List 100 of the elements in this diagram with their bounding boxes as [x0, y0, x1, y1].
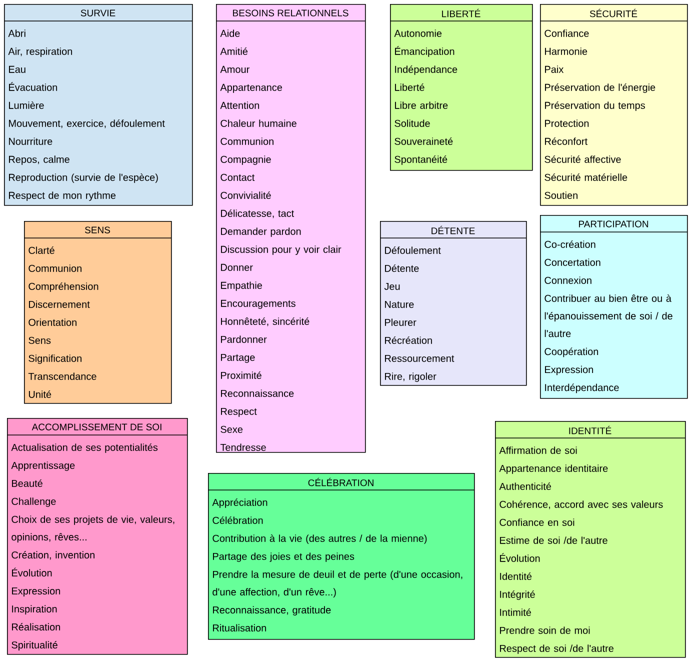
need-item: Challenge	[12, 498, 56, 507]
need-item: Unité	[28, 390, 52, 398]
need-item: Partage	[221, 354, 255, 363]
need-item: Sécurité affective	[544, 155, 621, 163]
need-item: Ressourcement	[385, 354, 454, 362]
need-item: Souveraineté	[394, 137, 453, 145]
need-item: Prendre soin de moi	[500, 626, 590, 634]
need-item: Air, respiration	[8, 48, 72, 57]
need-item: Compréhension	[28, 282, 98, 292]
need-item: Appréciation	[212, 498, 268, 508]
need-item: Paix	[545, 66, 564, 73]
need-item: Demander pardon	[221, 228, 301, 237]
need-item: Reconnaissance, gratitude	[213, 606, 331, 616]
need-item: Appartenance identitaire	[499, 464, 608, 474]
need-item: Authenticité	[499, 482, 551, 490]
category-heading: LIBERTÉ	[442, 8, 480, 18]
need-item: Repos, calme	[9, 156, 70, 165]
need-item: Rire, rigoler	[385, 372, 436, 382]
need-item: Prendre la mesure de deuil et de perte (d'une occasion, d'une affection, d'un rêve...)	[212, 570, 462, 598]
need-item: Choix de ses projets de vie, valeurs, opinions, rêves...	[12, 516, 174, 542]
need-item: Encouragements	[221, 300, 296, 309]
need-item: Récréation	[385, 336, 432, 344]
need-item: Abri	[8, 30, 26, 37]
category-heading: SENS	[85, 226, 110, 234]
category-heading: CÉLÉBRATION	[308, 478, 374, 486]
need-item: Harmonie	[545, 48, 588, 55]
need-item: Apprentissage	[11, 462, 75, 471]
need-item: Expression	[12, 587, 60, 596]
need-item: Connexion	[544, 276, 592, 284]
need-item: Évolution	[12, 568, 52, 577]
need-item: Lumière	[9, 101, 44, 109]
need-item: Discussion pour y voir clair	[221, 246, 342, 255]
need-item: Délicatesse, tact	[221, 209, 294, 218]
need-item: Jeu	[384, 282, 400, 290]
need-item: Eau	[9, 66, 26, 73]
need-item: Transcendance	[28, 372, 96, 380]
need-item: Respect de soi /de l'autre	[500, 644, 614, 654]
need-item: Reconnaissance	[221, 390, 294, 397]
need-item: Spontanéité	[394, 155, 448, 165]
need-item: Sécurité matérielle	[544, 173, 628, 181]
need-item: Préservation de l'énergie	[545, 83, 656, 93]
need-item: Inspiration	[12, 605, 57, 614]
need-item: Attention	[220, 102, 260, 109]
category-heading: ACCOMPLISSEMENT DE SOI	[32, 424, 162, 430]
need-item: Estime de soi /de l'autre	[500, 536, 608, 544]
need-item: Pardonner	[221, 336, 267, 343]
need-item: Coopération	[544, 348, 598, 358]
need-item: Interdépendance	[545, 384, 619, 394]
category-heading: PARTICIPATION	[579, 220, 648, 228]
need-item: Empathie	[221, 282, 262, 291]
need-item: Préservation du temps	[545, 101, 645, 111]
need-item: Communion	[28, 264, 82, 272]
need-item: Clarté	[28, 246, 54, 254]
need-item: Amour	[220, 66, 250, 73]
need-item: Intimité	[500, 608, 531, 616]
need-item: Concertation	[544, 258, 600, 266]
need-item: Actualisation de ses potentialités	[11, 443, 158, 453]
need-item: Solitude	[394, 120, 430, 127]
need-item: Cohérence, accord avec ses valeurs	[500, 500, 663, 510]
need-item: Compagnie	[220, 156, 271, 165]
need-item: Libre arbitre	[395, 102, 448, 109]
need-item: Évolution	[500, 553, 540, 562]
need-item: Honnêteté, sincérité	[221, 317, 310, 326]
need-item: Beauté	[12, 479, 42, 487]
need-item: Réalisation	[12, 623, 60, 631]
need-item: Intégrité	[500, 590, 535, 600]
need-item: Appartenance	[220, 84, 282, 93]
need-item: Respect	[221, 408, 257, 417]
need-item: Partage des joies et des peines	[213, 552, 354, 562]
need-item: Donner	[221, 264, 253, 271]
need-item: Affirmation de soi	[499, 446, 577, 454]
need-item: Contact	[220, 174, 255, 181]
category-heading: SURVIE	[80, 10, 116, 16]
category-heading: SÉCURITÉ	[590, 8, 638, 18]
category-heading: BESOINS RELATIONNELS	[233, 10, 348, 16]
need-item: Amitié	[220, 47, 248, 55]
need-item: Réconfort	[545, 137, 588, 145]
need-item: Convivialité	[220, 191, 271, 199]
need-item: Détente	[385, 264, 419, 272]
need-item: Reproduction (survie de l'espèce)	[9, 173, 158, 183]
need-item: Pleurer	[385, 318, 416, 326]
need-item: Orientation	[28, 318, 76, 326]
need-item: Émancipation	[395, 46, 454, 57]
need-item: Indépendance	[395, 65, 458, 75]
need-item: Confiance en soi	[500, 518, 574, 526]
need-item: Nourriture	[9, 138, 52, 145]
need-item: Co-création	[544, 240, 596, 248]
need-item: Tendresse	[220, 444, 266, 451]
need-item: Chaleur humaine	[220, 120, 296, 127]
need-item: Expression	[545, 366, 594, 376]
need-item: Sens	[28, 336, 51, 344]
need-item: Évacuation	[9, 82, 58, 91]
need-item: Proximité	[221, 371, 262, 379]
need-item: Discernement	[29, 300, 90, 308]
need-item: Liberté	[395, 83, 424, 91]
need-item: Création, invention	[12, 551, 94, 560]
category-heading: IDENTITÉ	[569, 426, 612, 434]
need-item: Communion	[220, 138, 274, 145]
need-item: Confiance	[544, 30, 589, 37]
need-item: Spiritualité	[12, 641, 58, 650]
